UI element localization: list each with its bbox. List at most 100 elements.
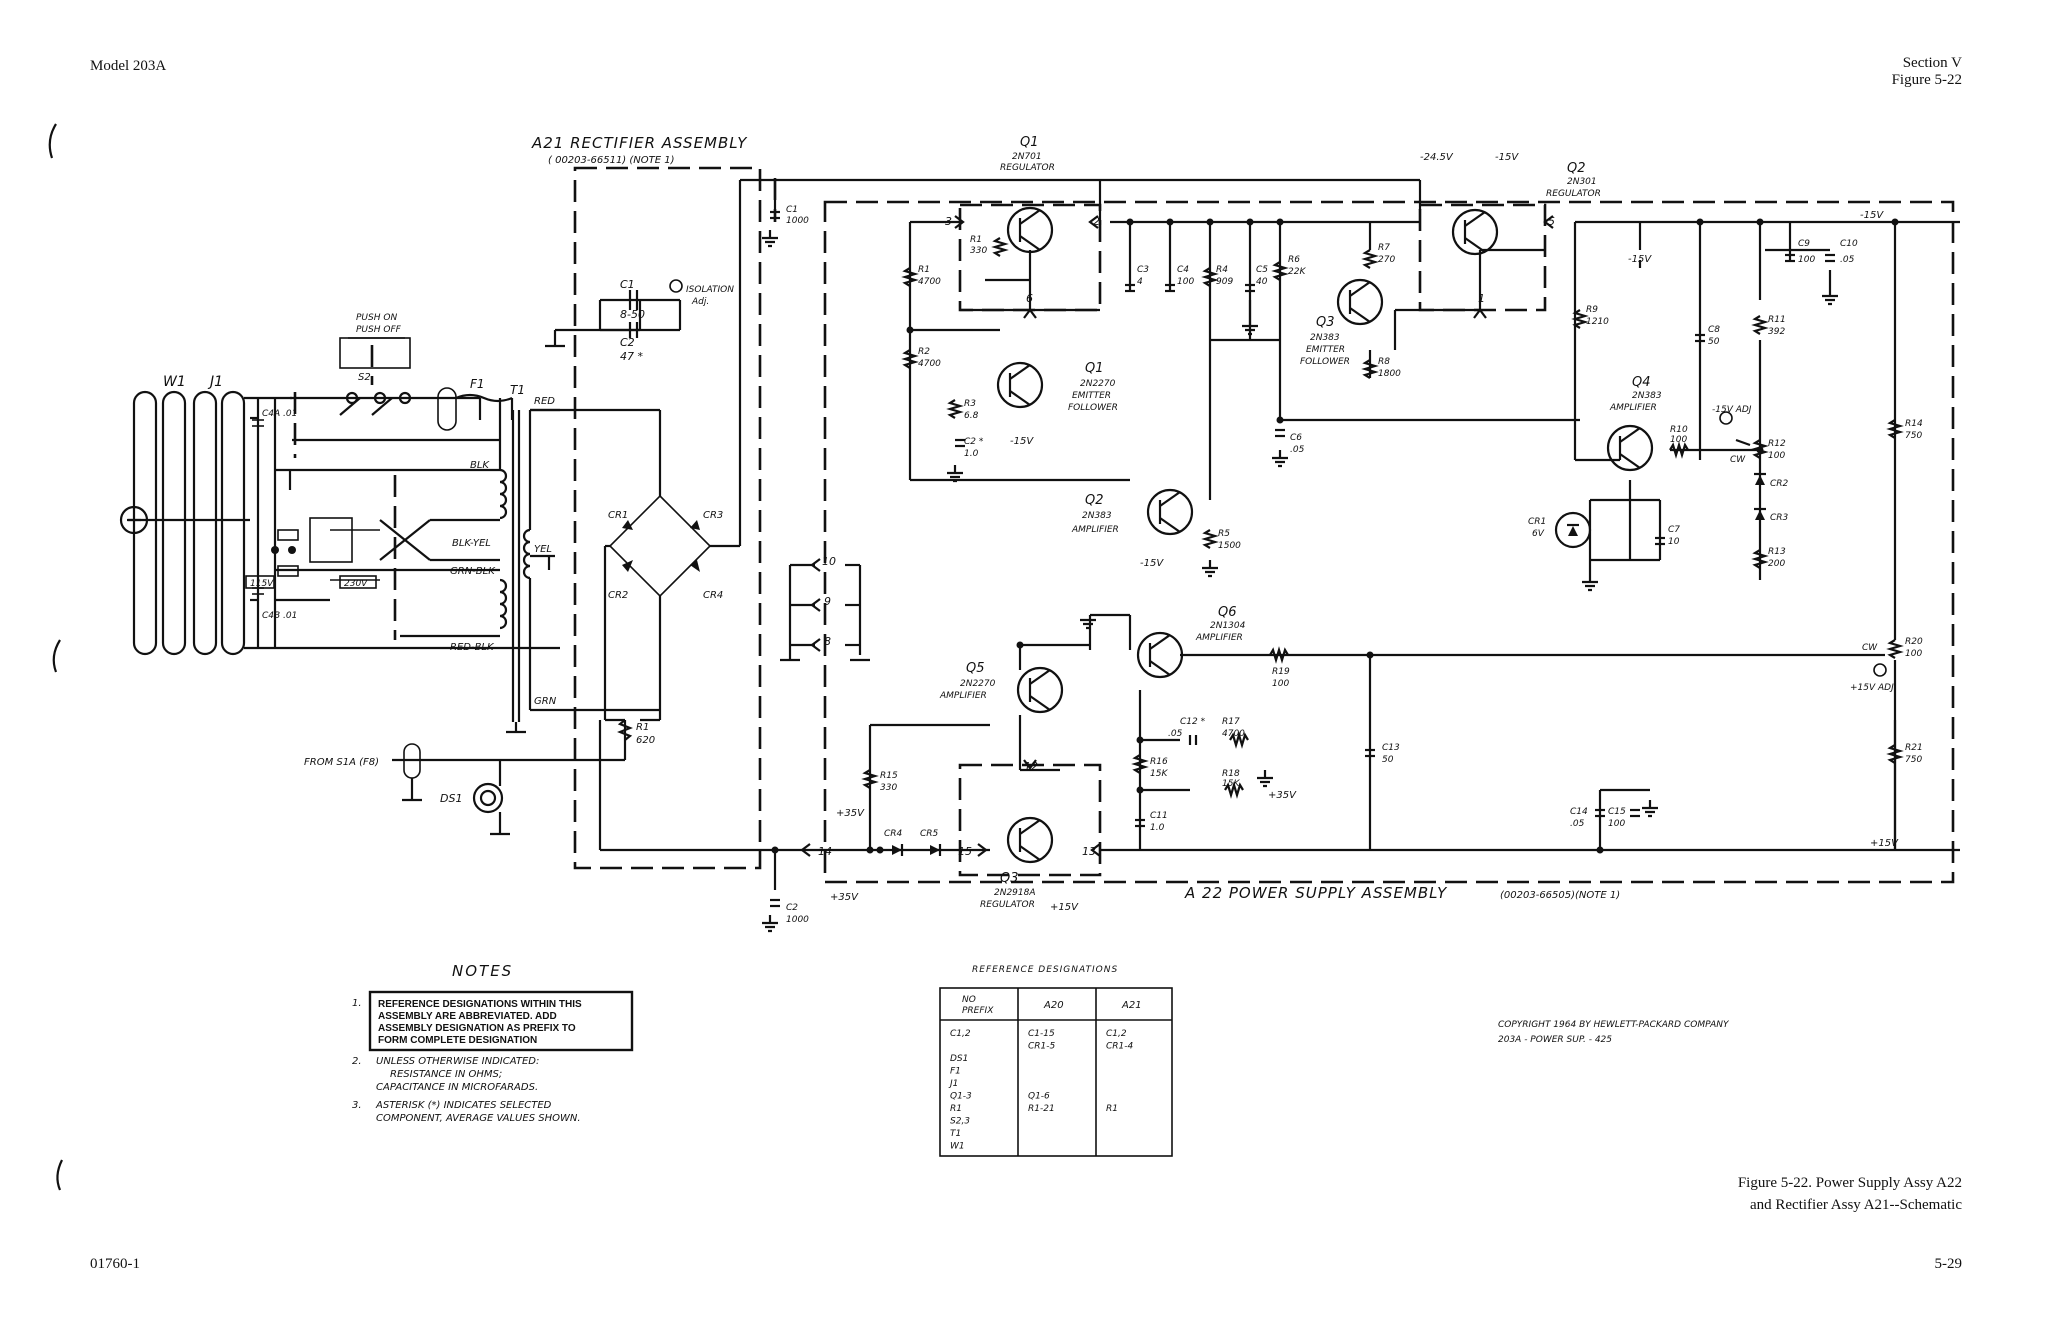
red-wire-label: RED <box>534 396 555 407</box>
ref-table-cell: T1 <box>950 1129 961 1139</box>
q5-label: Q5 <box>966 661 985 676</box>
c11-value: 1.0 <box>1150 823 1165 833</box>
r21-label: R21 <box>1905 743 1923 753</box>
q1-emitter-follower-transistor <box>996 361 1044 409</box>
r15-value: 330 <box>880 783 897 793</box>
a21-title: A21 RECTIFIER ASSEMBLY <box>531 134 748 152</box>
ref-table-header: A20 <box>1043 1000 1064 1011</box>
q5-func: AMPLIFIER <box>939 691 987 701</box>
f1-label: F1 <box>470 377 485 391</box>
s2-switch <box>339 337 412 416</box>
q2-amplifier-transistor <box>1146 488 1194 536</box>
r8-value: 1800 <box>1378 369 1401 379</box>
r4-label: R4 <box>1216 265 1228 275</box>
section-label: Section V <box>1903 55 1962 71</box>
r13-value: 200 <box>1768 559 1785 569</box>
r13-label: R13 <box>1768 547 1786 557</box>
a22-wiring <box>773 178 1960 890</box>
label-p35v-2: +35V <box>830 892 859 903</box>
notes-title: NOTES <box>452 962 513 980</box>
c5-label: C5 <box>1256 265 1268 275</box>
a22-power-supply-assembly-box <box>823 200 1955 884</box>
from-s1a-label: FROM S1A (F8) <box>304 757 379 768</box>
r17-label: R17 <box>1222 717 1240 727</box>
label-m15v-top: -15V <box>1495 152 1519 163</box>
c9-value: 100 <box>1798 255 1815 265</box>
r1-330-label: R1 <box>970 235 982 245</box>
cr1-label: CR1 <box>608 510 628 521</box>
note2-number: 2. <box>352 1056 362 1067</box>
q4-type: 2N383 <box>1632 391 1662 401</box>
q3-ef-func1: EMITTER <box>1306 345 1345 355</box>
r2-value: 4700 <box>918 359 941 369</box>
r3-value: 6.8 <box>964 411 979 421</box>
note2-line2: RESISTANCE IN OHMS; <box>390 1069 502 1080</box>
blk-wire-label: BLK <box>470 460 490 471</box>
r7-value: 270 <box>1378 255 1395 265</box>
note1-line3: ASSEMBLY DESIGNATION AS PREFIX TO <box>378 1023 576 1034</box>
c11-label: C11 <box>1150 811 1168 821</box>
cr3-label: CR3 <box>703 510 723 521</box>
c14-label: C14 <box>1570 807 1588 817</box>
r18-value: 15K <box>1222 779 1240 789</box>
node-2: 2 <box>1093 215 1100 228</box>
ref-table-cell: DS1 <box>950 1054 968 1064</box>
s2-label: S2 <box>358 372 371 383</box>
r16-label: R16 <box>1150 757 1168 767</box>
note1-line1: REFERENCE DESIGNATIONS WITHIN THIS <box>378 999 582 1010</box>
q2-reg-label: Q2 <box>1567 161 1586 176</box>
component-labels: C1 1000 C2 1000 R1 330 R1 4700 R2 4700 R… <box>786 205 1923 925</box>
r6-label: R6 <box>1288 255 1300 265</box>
q5-amplifier-transistor <box>1016 666 1064 714</box>
grn-wire-label: GRN <box>534 696 557 707</box>
q2-amp-func: AMPLIFIER <box>1071 525 1119 535</box>
r4-value: 909 <box>1216 277 1233 287</box>
c5-value: 40 <box>1256 277 1268 287</box>
r8-label: R8 <box>1378 357 1390 367</box>
capacitors <box>770 210 1835 908</box>
ref-table-cell: C1,2 <box>1106 1029 1127 1039</box>
ref-table-title: REFERENCE DESIGNATIONS <box>972 965 1118 975</box>
r20-value: 100 <box>1905 649 1922 659</box>
label-p35v-3: +35V <box>1268 790 1297 801</box>
push-on-label: PUSH ON <box>356 313 397 323</box>
note3-number: 3. <box>352 1100 362 1111</box>
t1-label: T1 <box>510 383 525 397</box>
node-5: 5 <box>1548 215 1555 228</box>
note1-number: 1. <box>352 998 362 1009</box>
r10-label: R10 <box>1670 425 1688 435</box>
c4-value: 100 <box>1177 277 1194 287</box>
figure-label: Figure 5-22 <box>1892 72 1962 88</box>
copyright-line1: COPYRIGHT 1964 BY HEWLETT-PACKARD COMPAN… <box>1498 1020 1730 1030</box>
c4-label: C4 <box>1177 265 1189 275</box>
c8-value: 50 <box>1708 337 1720 347</box>
r15-label: R15 <box>880 771 898 781</box>
r1-620-value: 620 <box>636 735 655 746</box>
r14-value: 750 <box>1905 431 1922 441</box>
ref-table-cell: C1,2 <box>950 1029 971 1039</box>
c9-label: C9 <box>1798 239 1810 249</box>
c8-label: C8 <box>1708 325 1720 335</box>
page-number: 5-29 <box>1935 1256 1963 1272</box>
v230-label: 230V <box>344 579 368 589</box>
q2-reg-type: 2N301 <box>1567 177 1597 187</box>
a22-part-number: (00203-66505)(NOTE 1) <box>1500 890 1620 901</box>
r11-value: 392 <box>1768 327 1785 337</box>
q1-regulator-transistor <box>1006 206 1054 254</box>
c13-value: 50 <box>1382 755 1394 765</box>
terminal-markers <box>800 215 1554 857</box>
r17-value: 4700 <box>1222 729 1245 739</box>
r11-label: R11 <box>1768 315 1786 325</box>
q3-reg-label: Q3 <box>1000 871 1019 886</box>
cr2b-label: CR2 <box>1770 479 1789 489</box>
q1-reg-func: REGULATOR <box>1000 163 1055 173</box>
diodes <box>892 472 1766 856</box>
c7-label: C7 <box>1668 525 1680 535</box>
blk-yel-wire-label: BLK-YEL <box>452 538 491 549</box>
copyright-line2: 203A - POWER SUP. - 425 <box>1498 1035 1612 1045</box>
q6-amplifier-transistor <box>1136 631 1184 679</box>
ref-table <box>939 987 1173 1157</box>
cr4b-label: CR4 <box>884 829 903 839</box>
a21-part-number: ( 00203-66511) (NOTE 1) <box>548 155 675 166</box>
label-m15v-q2: -15V <box>1140 558 1164 569</box>
